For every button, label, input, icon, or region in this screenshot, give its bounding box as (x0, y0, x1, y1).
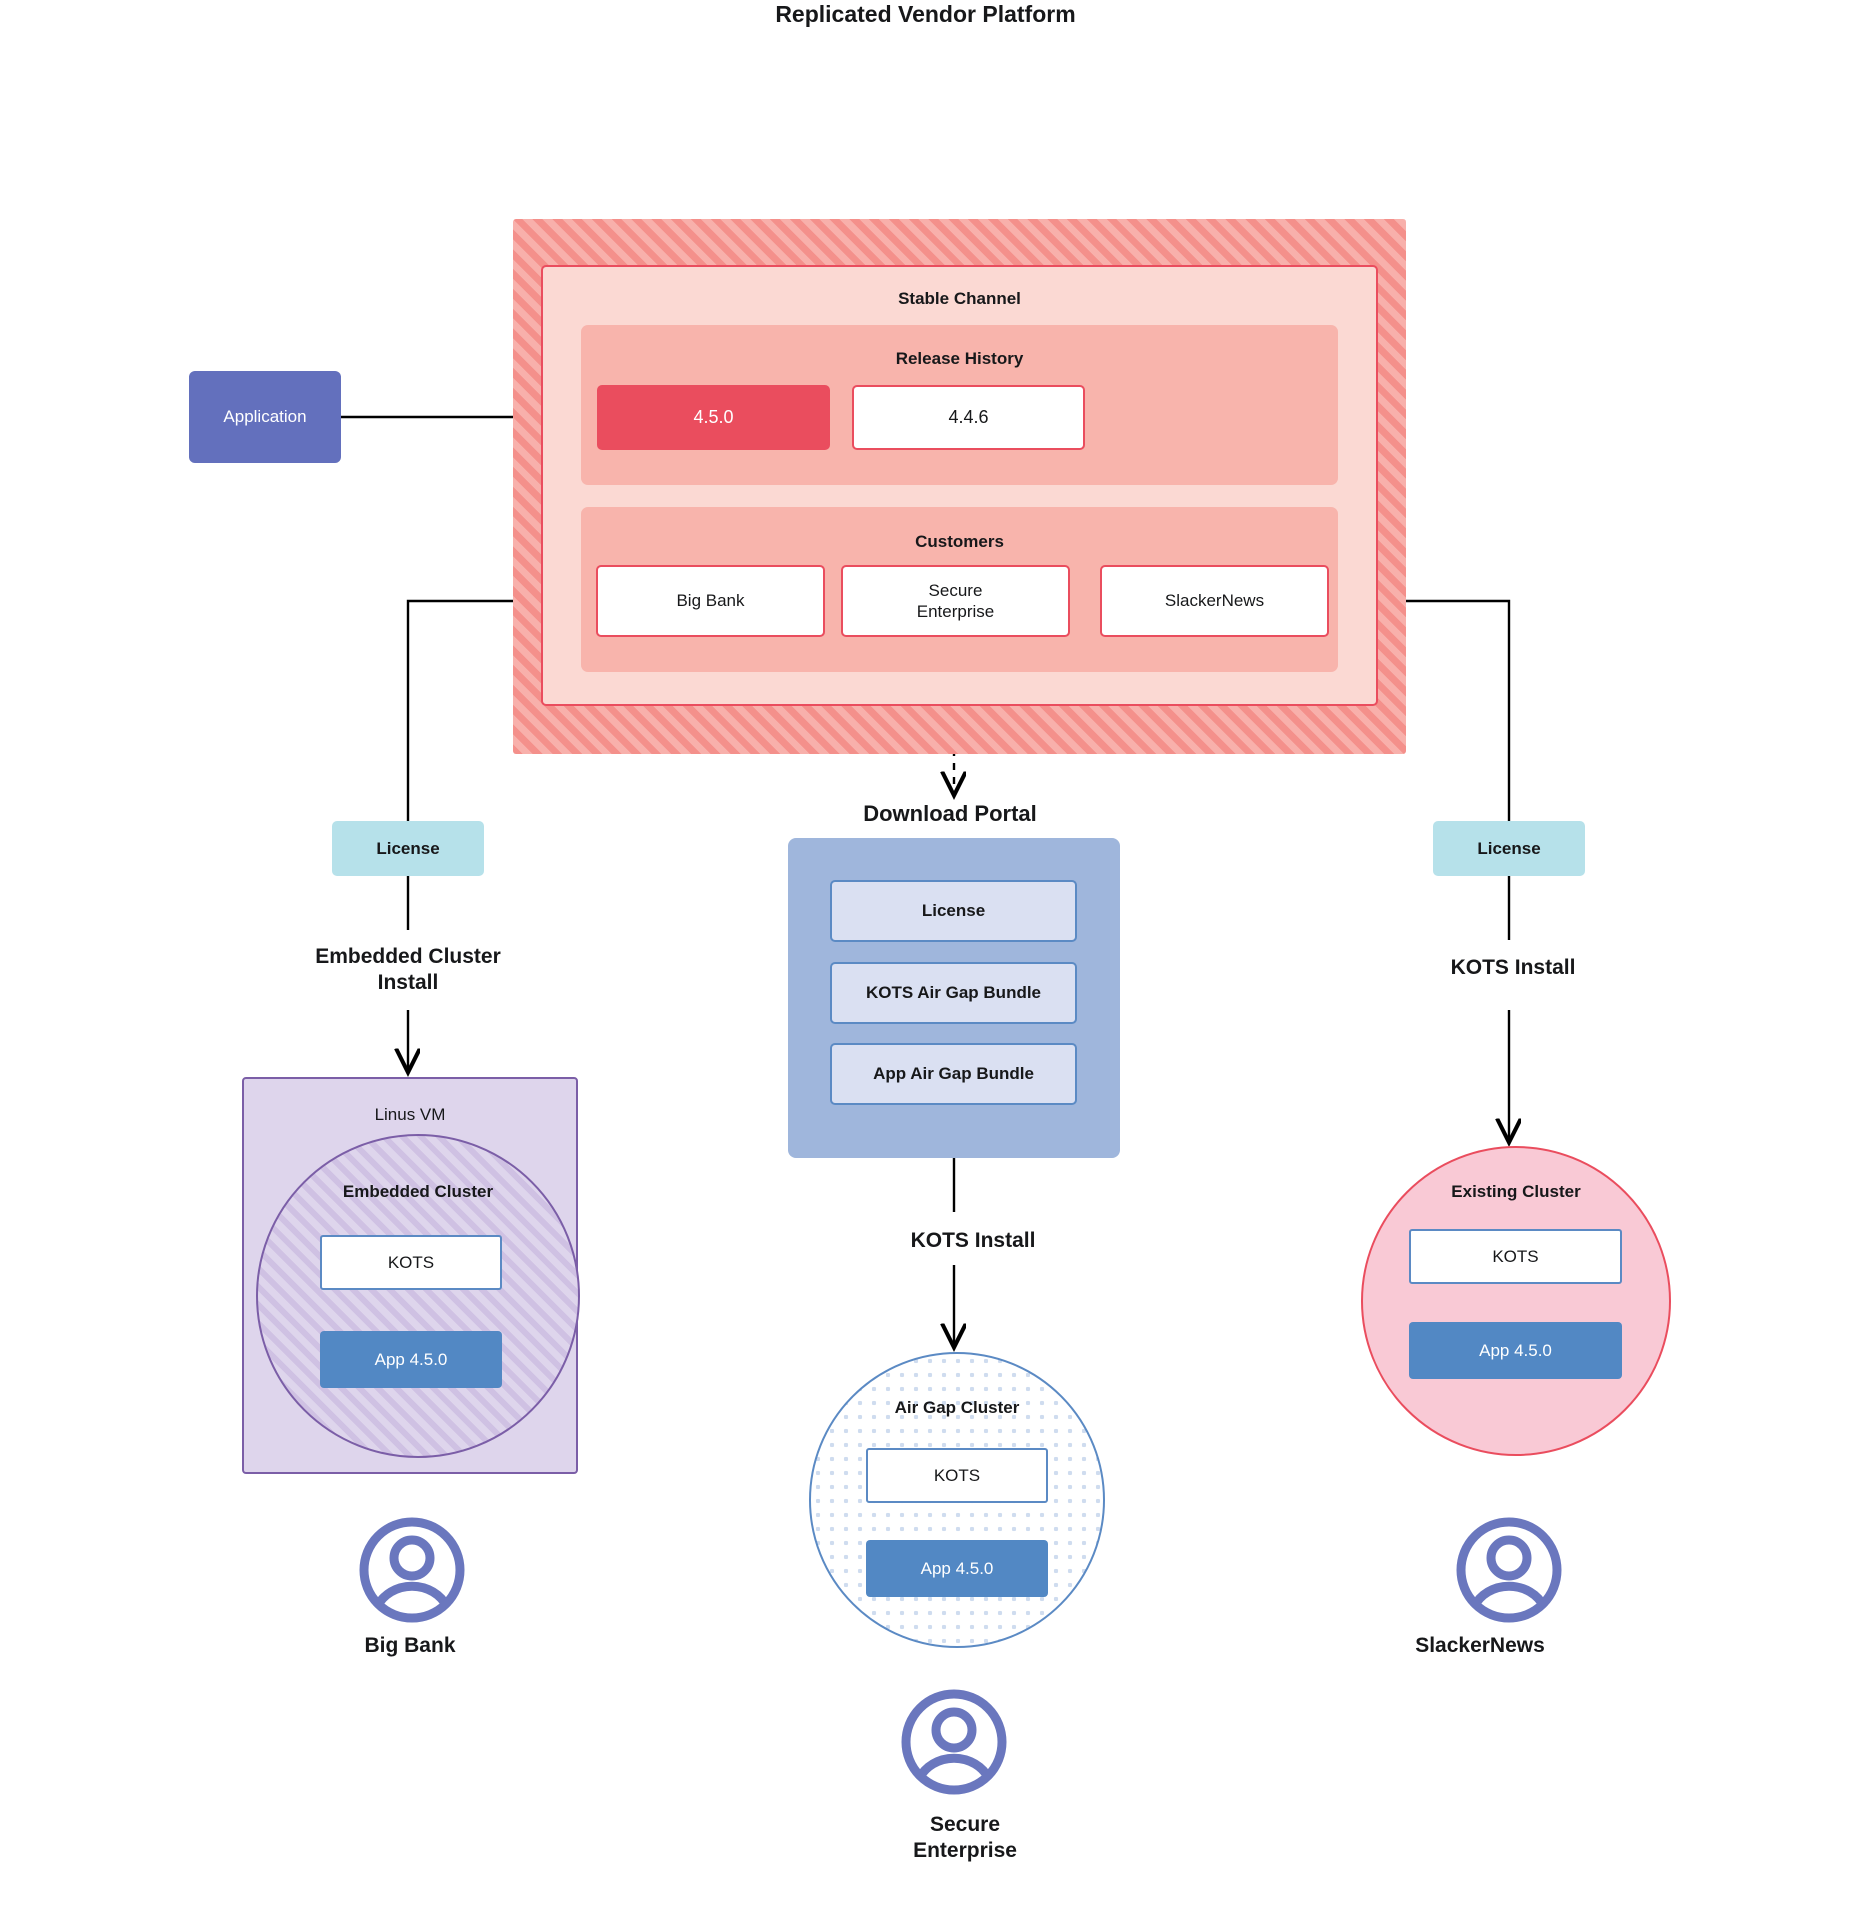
persona-avatar-icon (901, 1689, 1007, 1795)
embedded-cluster-label: Embedded Cluster (342, 1182, 494, 1201)
customers-label: Customers (915, 532, 1004, 551)
persona-name-big-bank: Big Bank (364, 1634, 456, 1657)
release-history-label: Release History (895, 349, 1024, 368)
portal-item-app-air-gap-bundle[interactable]: App Air Gap Bundle (830, 1043, 1077, 1105)
page-title: Replicated Vendor Platform (775, 1, 1076, 27)
app-node-airgap[interactable]: App 4.5.0 (866, 1540, 1048, 1597)
portal-item-license[interactable]: License (830, 880, 1077, 942)
air-gap-cluster-label: Air Gap Cluster (894, 1398, 1020, 1417)
persona-avatar-icon (359, 1517, 465, 1623)
persona-name-slackernews: SlackerNews (1415, 1634, 1545, 1657)
kots-node-airgap[interactable]: KOTS (866, 1448, 1048, 1503)
kots-node-embedded[interactable]: KOTS (320, 1235, 502, 1290)
license-node-right[interactable]: License (1433, 821, 1585, 876)
app-node-existing[interactable]: App 4.5.0 (1409, 1322, 1622, 1379)
application-node[interactable]: Application (189, 371, 341, 463)
embedded-cluster-circle (256, 1134, 580, 1458)
license-node-left[interactable]: License (332, 821, 484, 876)
portal-item-kots-air-gap-bundle[interactable]: KOTS Air Gap Bundle (830, 962, 1077, 1024)
stable-channel-label: Stable Channel (898, 289, 1021, 308)
kots-install-caption-right: KOTS Install (1450, 956, 1576, 979)
existing-cluster-circle (1361, 1146, 1671, 1456)
customer-chip-big-bank[interactable]: Big Bank (596, 565, 825, 637)
linux-vm-label: Linus VM (374, 1105, 446, 1124)
release-chip-current[interactable]: 4.5.0 (597, 385, 830, 450)
release-chip-previous[interactable]: 4.4.6 (852, 385, 1085, 450)
kots-install-caption-middle: KOTS Install (910, 1229, 1036, 1252)
customer-chip-slackernews[interactable]: SlackerNews (1100, 565, 1329, 637)
app-node-embedded[interactable]: App 4.5.0 (320, 1331, 502, 1388)
kots-node-existing[interactable]: KOTS (1409, 1229, 1622, 1284)
persona-avatar-icon (1456, 1517, 1562, 1623)
existing-cluster-label: Existing Cluster (1451, 1182, 1581, 1201)
download-portal-title: Download Portal (863, 801, 1037, 826)
